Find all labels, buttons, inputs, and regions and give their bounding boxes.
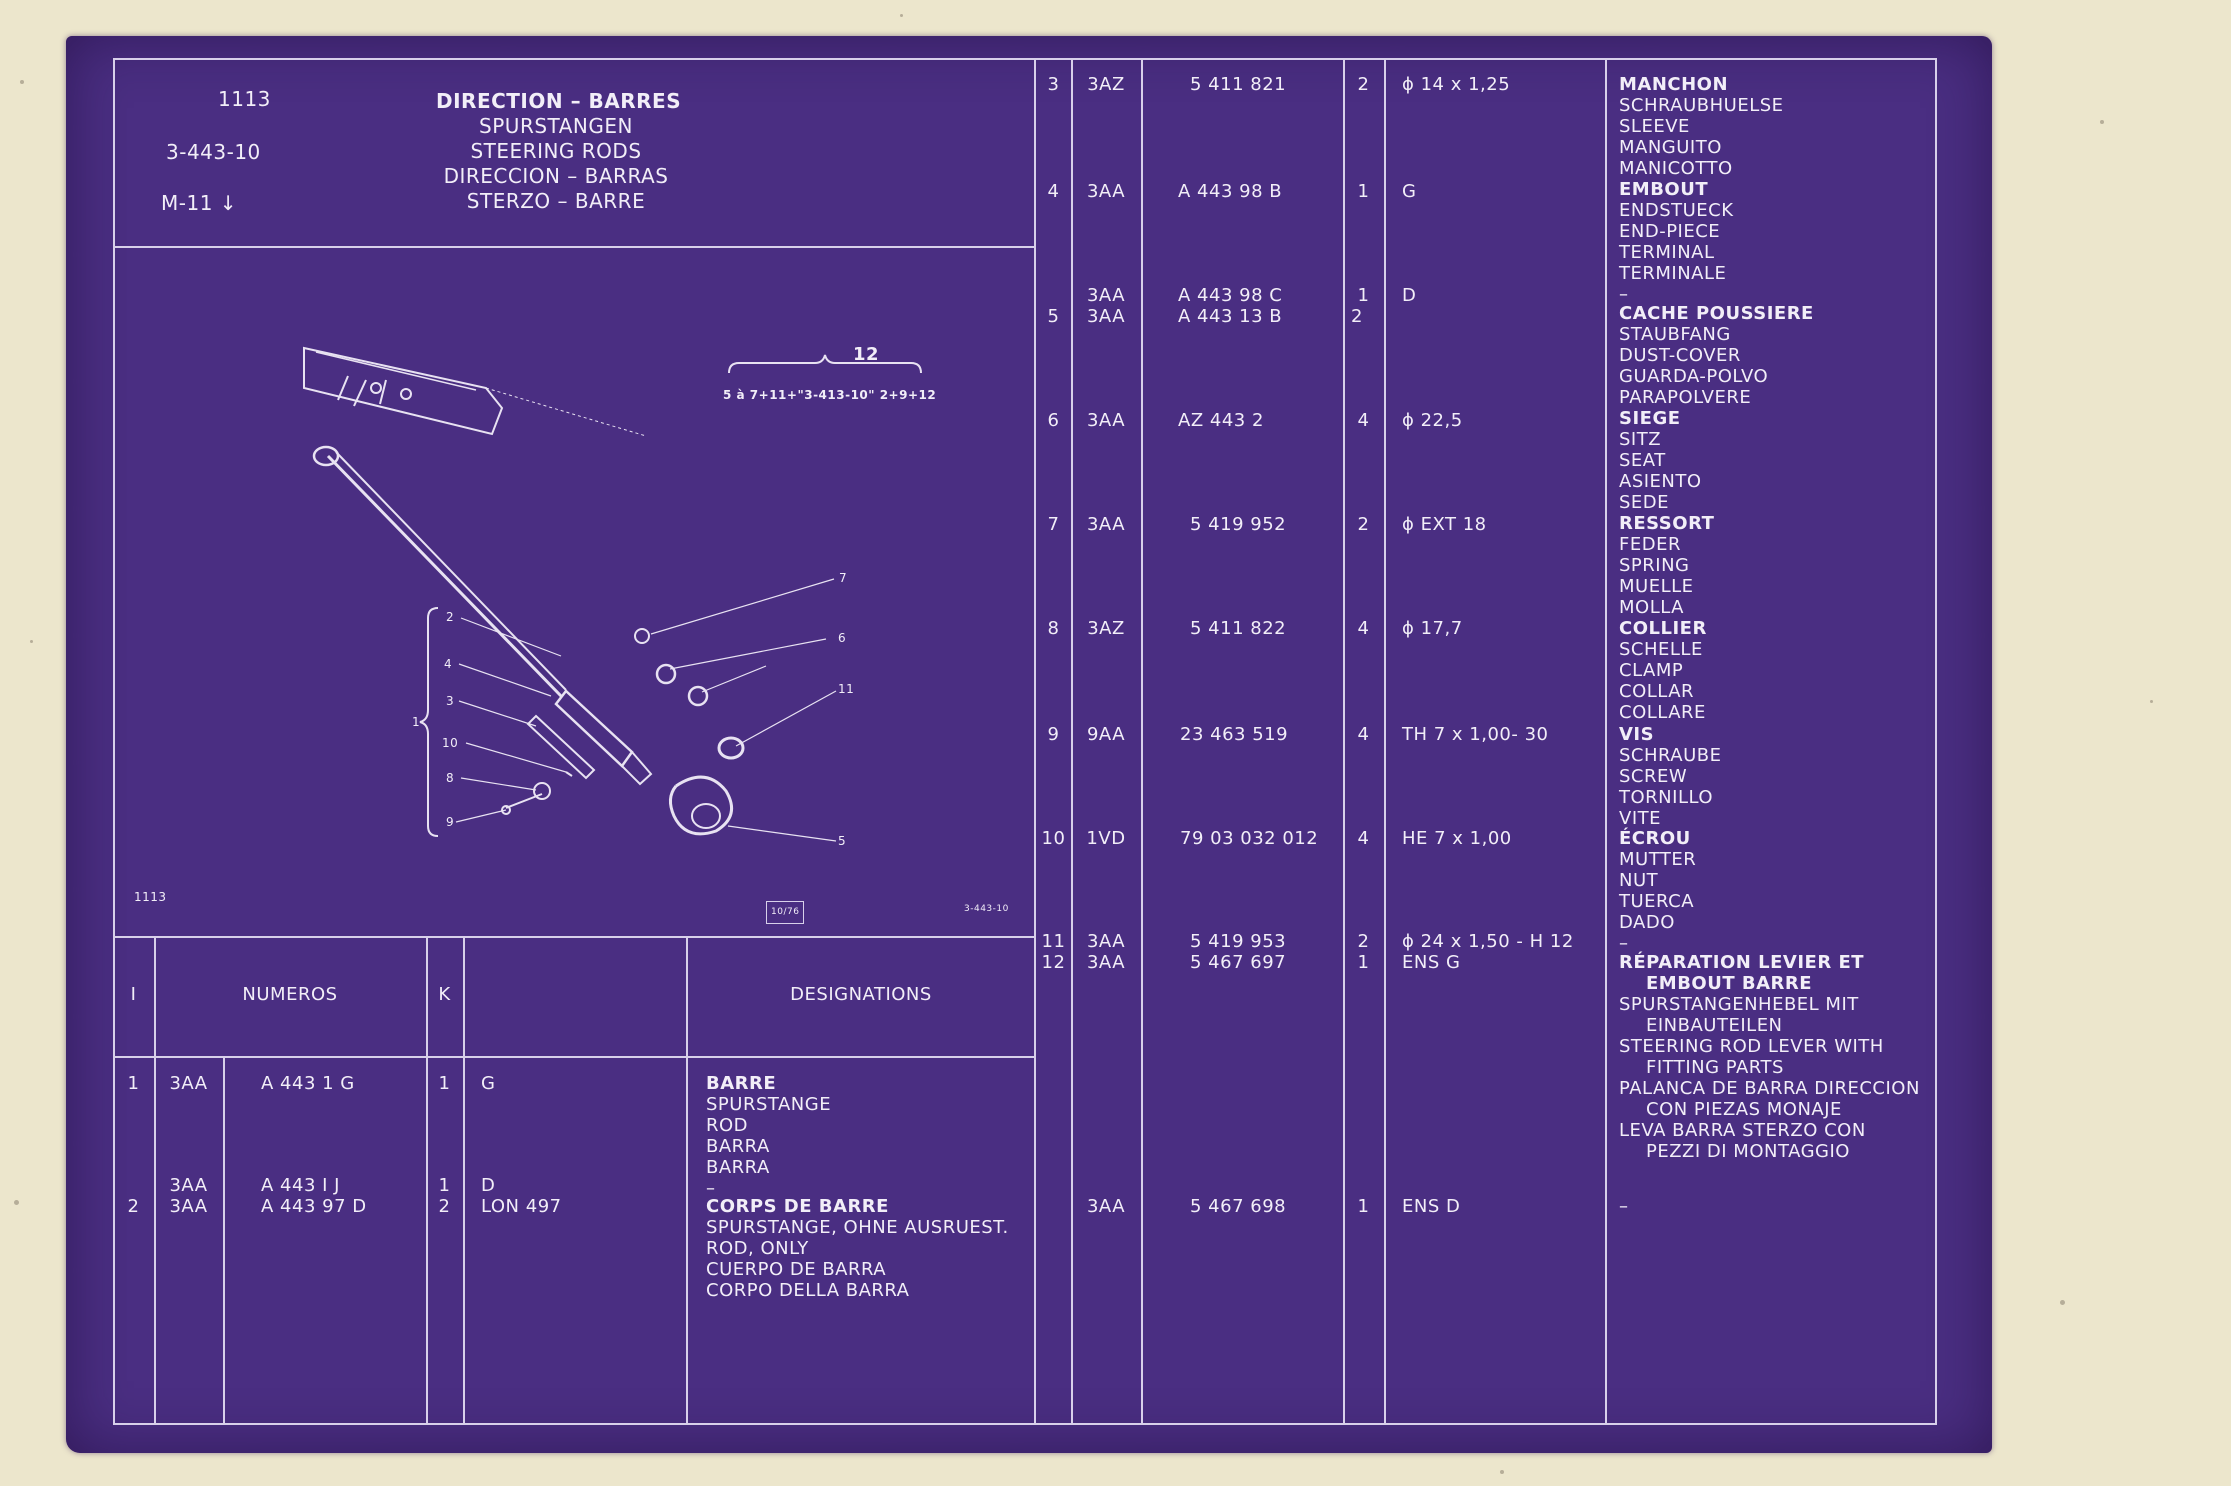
frame-bottom <box>113 1423 1937 1425</box>
callout-6: 6 <box>838 631 847 645</box>
callout-4: 4 <box>444 657 453 671</box>
col-prefix-line-r <box>1141 58 1143 1425</box>
title-de: SPURSTANGEN <box>479 114 633 138</box>
center-divider <box>1034 58 1036 1425</box>
arrow-down-icon: ↓ <box>219 191 238 215</box>
title-fr: DIRECTION – BARRES <box>436 89 682 113</box>
callout-5: 5 <box>838 834 847 848</box>
bracket-label-12: 12 <box>852 344 880 365</box>
col-k-line-r <box>1384 58 1386 1425</box>
frame-top <box>113 58 1937 60</box>
group-code: 3-443-10 <box>166 140 261 164</box>
frame-right <box>1935 58 1937 1425</box>
page-number: 1113 <box>218 87 271 111</box>
callout-2: 2 <box>446 610 455 624</box>
callout-7: 7 <box>839 571 848 585</box>
column-header-numeros: NUMEROS <box>242 984 338 1005</box>
title-it: STERZO – BARRE <box>466 189 646 213</box>
col-note-line-r <box>1605 58 1607 1425</box>
col-num-line <box>426 936 428 1425</box>
column-header-designations: DESIGNATIONS <box>790 984 932 1005</box>
formula-label: 5 à 7+11+"3-413-10" 2+9+12 <box>723 388 937 402</box>
header-divider <box>113 246 1036 248</box>
column-header-k: K <box>438 984 451 1005</box>
table-header-bottom <box>113 1056 1036 1058</box>
col-k-line <box>463 936 465 1425</box>
col-num-line-r <box>1343 58 1345 1425</box>
callout-11: 11 <box>838 682 855 696</box>
frame-left <box>113 58 115 1425</box>
col-prefix-line <box>223 1056 225 1425</box>
callout-9: 9 <box>446 815 455 829</box>
title-es: DIRECCION – BARRAS <box>443 164 669 188</box>
callout-3: 3 <box>446 694 455 708</box>
col-i-line-r <box>1071 58 1073 1425</box>
column-header-i: I <box>130 984 137 1005</box>
microfiche-sheet: 1113 3-443-10 M-11 ↓ DIRECTION – BARRES … <box>66 36 1992 1453</box>
diagram-footer-stamp: 10/76 <box>766 901 805 924</box>
model-code: M-11 ↓ <box>161 191 238 215</box>
callout-10: 10 <box>442 736 459 750</box>
callout-8: 8 <box>446 771 455 785</box>
diagram-footer-ref: 3-443-10 <box>964 904 1009 914</box>
exploded-parts-diagram <box>303 346 922 842</box>
col-note-line <box>686 936 688 1425</box>
diagram-footer-page: 1113 <box>134 890 167 904</box>
callout-1: 1 <box>412 715 421 729</box>
title-en: STEERING RODS <box>470 139 642 163</box>
col-i-line <box>154 936 156 1425</box>
table-header-top <box>113 936 1036 938</box>
